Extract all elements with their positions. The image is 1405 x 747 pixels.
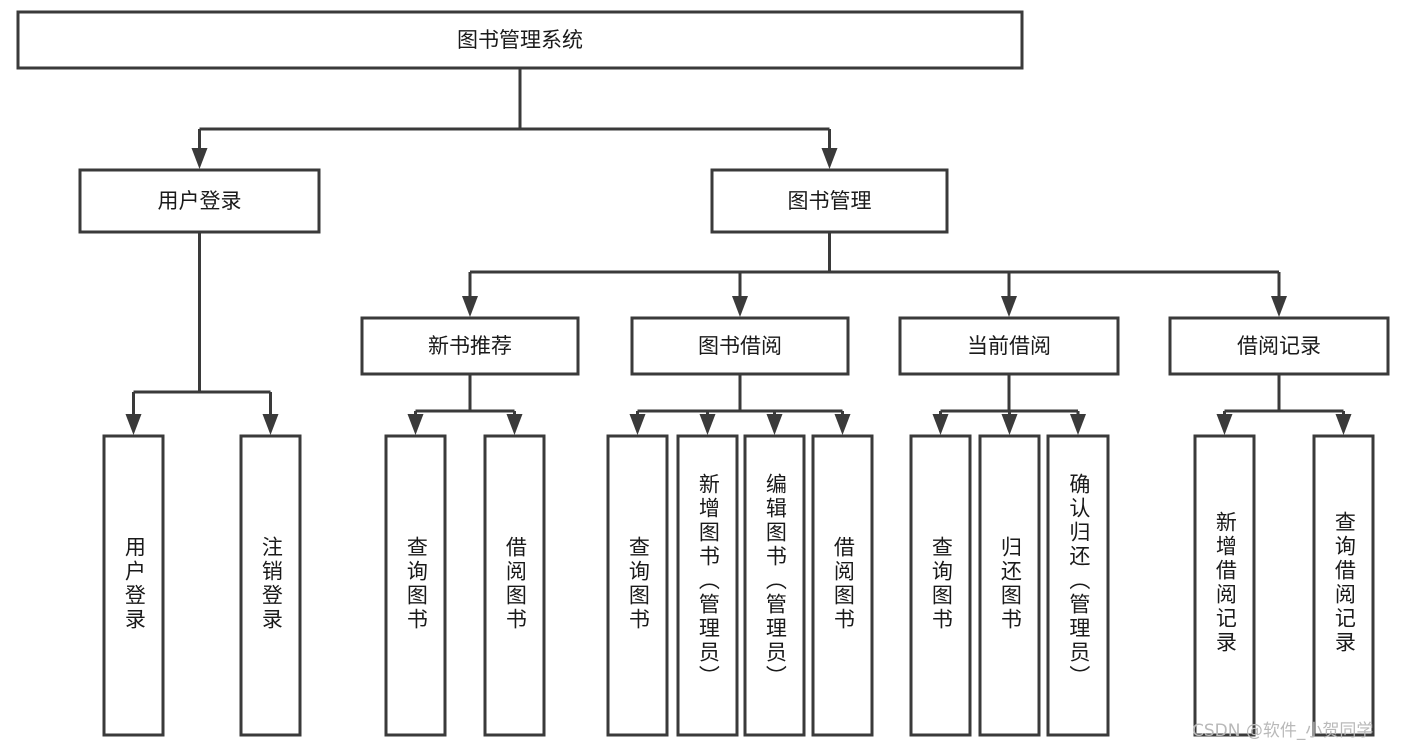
csdn-watermark: CSDN @软件_小贺同学 [1192, 721, 1374, 741]
level3-node-label-2: 当前借阅 [967, 334, 1051, 358]
arrow-head-icon [732, 296, 748, 317]
root-node-label: 图书管理系统 [457, 28, 583, 52]
leaf-node-box-0[interactable] [102, 434, 165, 737]
leaf-node-box-6[interactable] [743, 434, 806, 737]
arrow-head-icon [699, 414, 716, 435]
arrow-head-icon [629, 414, 646, 435]
level3-node-box-1[interactable] [630, 316, 850, 376]
level3-node-label-1: 图书借阅 [698, 334, 782, 358]
arrow-head-icon [1001, 414, 1018, 435]
level3-node-label-3: 借阅记录 [1237, 334, 1321, 358]
connectors-layer [125, 68, 1352, 435]
level2-node-label-0: 用户登录 [158, 189, 242, 213]
leaf-node-box-5[interactable] [676, 434, 739, 737]
arrow-head-icon [1070, 414, 1086, 435]
level3-node-box-3[interactable] [1168, 316, 1390, 376]
level2-node-box-1[interactable] [710, 168, 949, 234]
leaf-node-box-12[interactable] [1312, 434, 1375, 737]
arrow-head-icon [766, 414, 783, 435]
arrow-head-icon [932, 414, 949, 435]
leaf-node-box-4[interactable] [606, 434, 669, 737]
arrow-head-icon [506, 414, 523, 435]
arrow-head-icon [191, 148, 208, 169]
level3-node-box-0[interactable] [360, 316, 580, 376]
level3-node-box-2[interactable] [898, 316, 1120, 376]
arrow-head-icon [125, 414, 142, 435]
level3-node-label-0: 新书推荐 [428, 334, 512, 358]
boxes-layer [16, 10, 1390, 737]
arrow-head-icon [834, 414, 851, 435]
leaf-node-box-7[interactable] [811, 434, 874, 737]
leaf-node-box-11[interactable] [1193, 434, 1256, 737]
level2-node-box-0[interactable] [78, 168, 321, 234]
arrow-head-icon [407, 414, 424, 435]
leaf-node-box-2[interactable] [384, 434, 447, 737]
arrow-head-icon [1216, 414, 1233, 435]
level2-node-label-1: 图书管理 [788, 189, 872, 213]
root-node-box[interactable] [16, 10, 1024, 70]
leaf-node-box-9[interactable] [978, 434, 1041, 737]
arrow-head-icon [1271, 296, 1287, 317]
leaf-node-box-10[interactable] [1046, 434, 1110, 737]
arrow-head-icon [262, 414, 279, 435]
arrow-head-icon [1001, 296, 1017, 317]
leaf-node-box-3[interactable] [483, 434, 546, 737]
leaf-node-box-1[interactable] [239, 434, 302, 737]
leaf-node-box-8[interactable] [909, 434, 972, 737]
arrow-head-icon [1335, 414, 1352, 435]
arrow-head-icon [462, 296, 478, 317]
arrow-head-icon [821, 148, 838, 169]
